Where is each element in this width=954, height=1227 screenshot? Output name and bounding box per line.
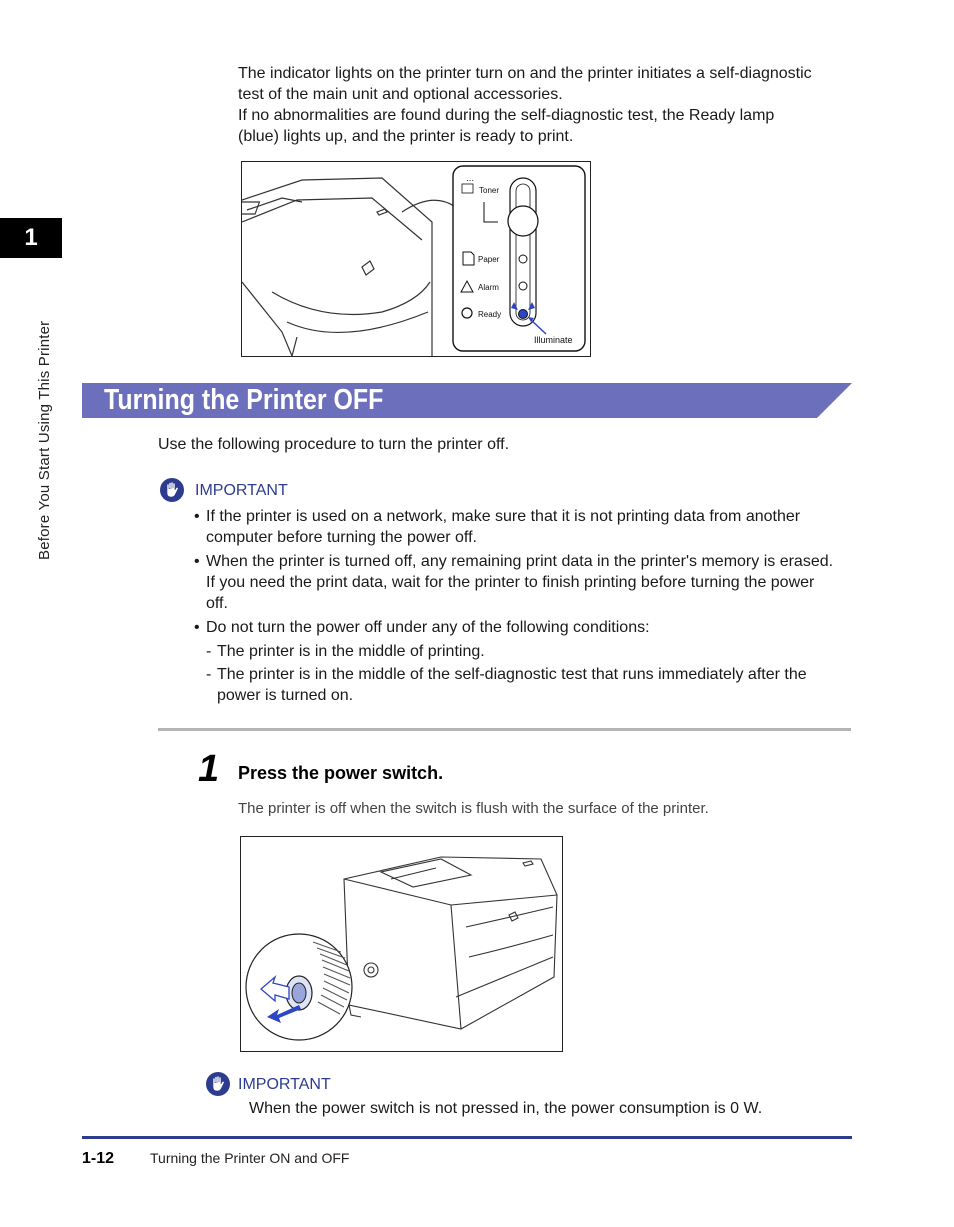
bullet-line: Do not turn the power off under any of t… xyxy=(206,619,650,636)
list-item: • Do not turn the power off under any of… xyxy=(194,617,854,638)
section-heading-banner: Turning the Printer OFF xyxy=(82,383,852,418)
ready-label: Ready xyxy=(478,310,501,319)
intro-line: The indicator lights on the printer turn… xyxy=(238,65,812,82)
section-divider xyxy=(158,728,851,731)
sub-list-item: - The printer is in the middle of the se… xyxy=(194,664,854,706)
important-note: When the power switch is not pressed in,… xyxy=(249,1100,763,1117)
toner-label: Toner xyxy=(479,186,499,195)
sub-list-item: - The printer is in the middle of printi… xyxy=(194,641,854,662)
stop-hand-icon xyxy=(160,478,184,502)
sub-item-line: The printer is in the middle of the self… xyxy=(217,666,807,683)
sub-item-line: power is turned on. xyxy=(217,687,354,704)
list-item: • If the printer is used on a network, m… xyxy=(194,506,854,548)
page-number: 1-12 xyxy=(82,1150,115,1167)
section-title: Turning the Printer OFF xyxy=(104,384,384,416)
bullet-line: If you need the print data, wait for the… xyxy=(206,574,815,591)
bullet-line: When the printer is turned off, any rema… xyxy=(206,553,834,570)
important-bullet-list: • If the printer is used on a network, m… xyxy=(194,506,854,706)
bullet-line: off. xyxy=(206,595,228,612)
intro-line: (blue) lights up, and the printer is rea… xyxy=(238,128,574,145)
chapter-side-title: Before You Start Using This Printer xyxy=(36,320,53,560)
footer-title: Turning the Printer ON and OFF xyxy=(150,1150,350,1166)
intro-line: test of the main unit and optional acces… xyxy=(238,86,563,103)
bullet-line: If the printer is used on a network, mak… xyxy=(206,508,801,525)
banner-shape xyxy=(82,383,852,418)
step-title: Press the power switch. xyxy=(238,763,444,783)
chapter-number-tab: 1 xyxy=(0,218,62,258)
important-label: IMPORTANT xyxy=(238,1076,331,1093)
list-item: • When the printer is turned off, any re… xyxy=(194,551,854,614)
bullet-line: computer before turning the power off. xyxy=(206,529,477,546)
step-number: 1 xyxy=(198,748,220,790)
svg-text:⋯: ⋯ xyxy=(466,176,474,185)
important-label: IMPORTANT xyxy=(195,482,288,499)
power-switch-figure xyxy=(240,836,563,1052)
footer-rule xyxy=(82,1136,852,1139)
intro-paragraph: The indicator lights on the printer turn… xyxy=(238,63,858,147)
sub-item-line: The printer is in the middle of printing… xyxy=(217,643,485,660)
intro-line: If no abnormalities are found during the… xyxy=(238,107,775,124)
printer-top-illustration: ⋯ Toner Paper Alarm Ready Illuminate xyxy=(242,165,586,356)
alarm-label: Alarm xyxy=(478,283,499,292)
printer-power-switch-illustration xyxy=(245,856,558,1041)
paper-label: Paper xyxy=(478,255,500,264)
indicator-panel-figure: ⋯ Toner Paper Alarm Ready Illuminate xyxy=(241,161,591,357)
stop-hand-icon xyxy=(206,1072,230,1096)
section-intro: Use the following procedure to turn the … xyxy=(158,436,510,453)
illuminate-label: Illuminate xyxy=(534,335,573,345)
step-description: The printer is off when the switch is fl… xyxy=(238,800,709,817)
